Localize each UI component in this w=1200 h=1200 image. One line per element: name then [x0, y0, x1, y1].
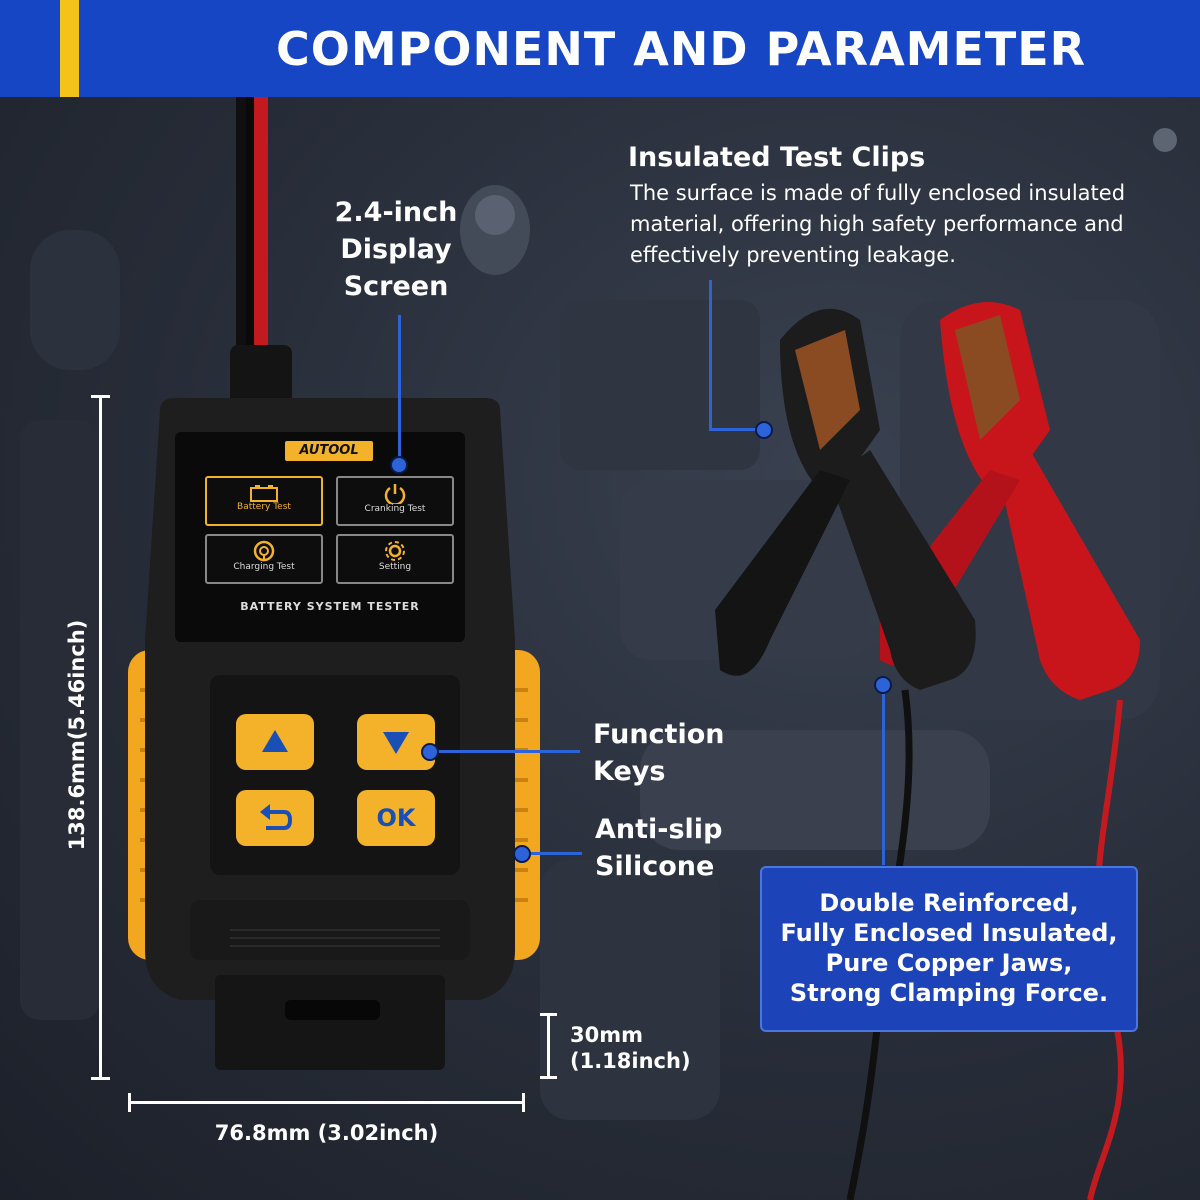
menu-tile-setting[interactable]: Setting — [336, 534, 454, 584]
width-dimension-line — [128, 1101, 525, 1104]
arrow-down-icon — [383, 732, 409, 754]
battery-icon — [249, 484, 279, 502]
header-band — [0, 0, 1200, 97]
battery-tester-device — [128, 398, 540, 1070]
keys-leader-line — [430, 750, 580, 753]
insulated-clips-description: The surface is made of fully enclosed in… — [630, 181, 1126, 267]
jaws-leader-dot — [874, 676, 892, 694]
jaws-leader-line — [882, 690, 885, 865]
brand-logo: AUTOOL — [299, 443, 359, 458]
ok-key-label: OK — [376, 804, 416, 832]
jaws-callout-box — [760, 866, 1138, 1032]
menu-label: Setting — [378, 562, 412, 572]
power-icon — [380, 482, 410, 506]
jaws-callout-text: Double Reinforced, Fully Enclosed Insula… — [780, 889, 1118, 1007]
height-dimension-label: 138.6mm(5.46inch) — [65, 619, 89, 851]
silicone-leader-dot — [513, 845, 531, 863]
depth-dimension-label: 30mm (1.18inch) — [570, 1023, 691, 1073]
ok-key[interactable]: OK — [357, 790, 435, 846]
width-dimension-cap-right — [522, 1093, 525, 1112]
height-dimension-cap-top — [91, 395, 110, 398]
device-cable-red — [252, 97, 268, 367]
insulated-clips-title: Insulated Test Clips — [628, 142, 926, 173]
function-keys-label: Function Keys — [593, 719, 725, 787]
anti-slip-label: Anti-slip Silicone — [595, 814, 723, 882]
page-title: COMPONENT AND PARAMETER — [276, 22, 1087, 76]
depth-dimension-cap-bottom — [540, 1076, 557, 1079]
keys-leader-dot — [421, 743, 439, 761]
menu-tile-cranking-test[interactable]: Cranking Test — [336, 476, 454, 526]
clips-leader-dot — [755, 421, 773, 439]
red-clip — [880, 302, 1140, 700]
depth-dimension-cap-top — [540, 1013, 557, 1016]
silicone-leader-line — [522, 852, 582, 855]
down-key[interactable] — [357, 714, 435, 770]
display-leader-line — [398, 315, 401, 460]
arrow-up-icon — [262, 730, 288, 752]
display-leader-dot — [390, 456, 408, 474]
menu-label: Battery Test — [237, 502, 291, 512]
width-dimension-cap-left — [128, 1093, 131, 1112]
depth-dimension-line — [547, 1013, 550, 1079]
menu-tile-charging-test[interactable]: Charging Test — [205, 534, 323, 584]
menu-label: Cranking Test — [364, 504, 426, 514]
width-dimension-label: 76.8mm (3.02inch) — [214, 1121, 439, 1145]
height-dimension-cap-bottom — [91, 1077, 110, 1080]
menu-label: Charging Test — [233, 562, 295, 572]
height-dimension-line — [99, 395, 102, 1080]
header-accent — [60, 0, 79, 97]
menu-tile-battery-test[interactable]: Battery Test — [205, 476, 323, 526]
clips-leader-line — [709, 280, 712, 430]
up-key[interactable] — [236, 714, 314, 770]
brand-badge: AUTOOL — [285, 441, 373, 461]
back-key[interactable] — [236, 790, 314, 846]
gear-icon — [380, 540, 410, 562]
charging-icon — [249, 540, 279, 562]
cable-strain-relief — [230, 345, 292, 405]
model-label: BATTERY SYSTEM TESTER — [240, 600, 420, 613]
black-clip — [715, 308, 976, 690]
test-clips — [715, 302, 1140, 700]
display-screen-label: 2.4-inch Display Screen — [334, 197, 458, 302]
clips-leader-line-h — [709, 428, 761, 431]
back-arrow-icon — [260, 804, 293, 830]
